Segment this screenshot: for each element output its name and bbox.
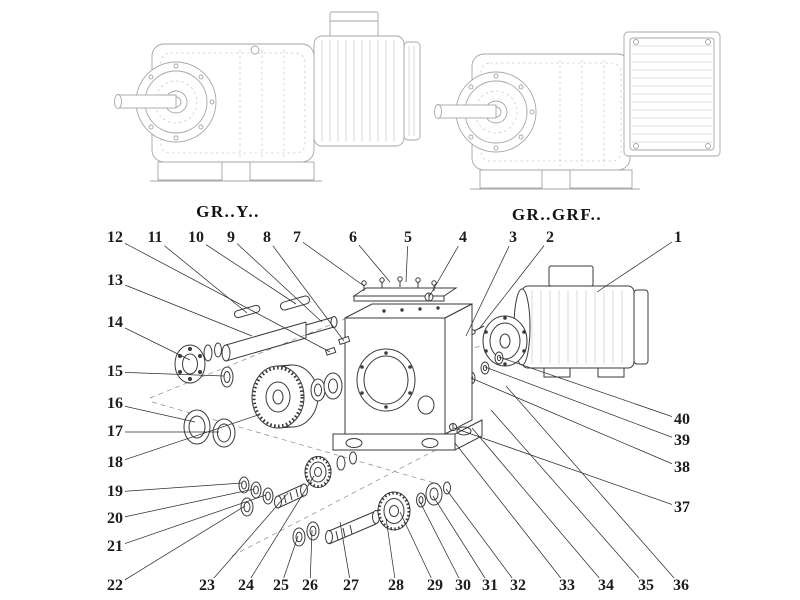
callout-7: 7 bbox=[291, 229, 303, 246]
input-bearing-part bbox=[174, 344, 234, 388]
callout-3: 3 bbox=[507, 229, 519, 246]
leader-line-29 bbox=[399, 511, 436, 587]
leader-line-36 bbox=[505, 385, 682, 587]
callout-34: 34 bbox=[596, 577, 616, 594]
callout-5: 5 bbox=[402, 229, 414, 246]
leader-line-35 bbox=[490, 409, 647, 587]
leader-line-33 bbox=[454, 442, 568, 587]
leader-line-13 bbox=[114, 280, 253, 337]
leader-line-30 bbox=[419, 501, 464, 587]
callout-39: 39 bbox=[672, 432, 692, 449]
leader-line-24 bbox=[245, 475, 315, 587]
leader-line-23 bbox=[206, 492, 289, 587]
model-title-left: GR..Y.. bbox=[196, 202, 260, 221]
callout-14: 14 bbox=[105, 314, 125, 331]
leader-line-12 bbox=[114, 237, 331, 353]
callout-6: 6 bbox=[347, 229, 359, 246]
leader-line-19 bbox=[114, 482, 243, 493]
callout-32: 32 bbox=[508, 577, 528, 594]
intermediate-bearings-part bbox=[183, 409, 236, 448]
callout-2: 2 bbox=[544, 229, 556, 246]
leader-line-21 bbox=[114, 494, 267, 548]
gear-housing-part bbox=[332, 303, 483, 451]
callout-1: 1 bbox=[672, 229, 684, 246]
callout-31: 31 bbox=[480, 577, 500, 594]
leader-line-40 bbox=[498, 356, 683, 421]
large-gear-part bbox=[251, 364, 343, 429]
callout-9: 9 bbox=[225, 229, 237, 246]
leader-line-9 bbox=[230, 237, 323, 323]
leader-line-32 bbox=[445, 488, 519, 587]
callout-18: 18 bbox=[105, 454, 125, 471]
leader-line-18 bbox=[114, 414, 259, 464]
callout-28: 28 bbox=[386, 577, 406, 594]
callout-4: 4 bbox=[457, 229, 469, 246]
callout-16: 16 bbox=[105, 395, 125, 412]
leader-line-38 bbox=[470, 377, 683, 469]
foot-mounted-gearmotor-drawing bbox=[114, 11, 421, 182]
callout-36: 36 bbox=[671, 577, 691, 594]
leader-line-22 bbox=[114, 505, 246, 587]
leader-line-26 bbox=[309, 529, 313, 587]
leader-line-7 bbox=[296, 237, 365, 287]
leader-line-6 bbox=[352, 237, 391, 283]
callout-21: 21 bbox=[105, 538, 125, 555]
flange-gearmotor-drawing bbox=[434, 31, 721, 190]
callout-30: 30 bbox=[453, 577, 473, 594]
leader-line-3 bbox=[465, 237, 514, 337]
callout-13: 13 bbox=[105, 272, 125, 289]
leader-line-1 bbox=[596, 237, 679, 293]
callout-17: 17 bbox=[105, 423, 125, 440]
leader-line-8 bbox=[266, 237, 345, 342]
callout-35: 35 bbox=[636, 577, 656, 594]
callout-8: 8 bbox=[261, 229, 273, 246]
callout-23: 23 bbox=[197, 577, 217, 594]
leader-line-2 bbox=[478, 237, 551, 330]
callout-25: 25 bbox=[271, 577, 291, 594]
leader-line-4 bbox=[428, 237, 464, 298]
leader-line-11 bbox=[154, 237, 248, 314]
callout-15: 15 bbox=[105, 363, 125, 380]
callout-11: 11 bbox=[145, 229, 165, 246]
callout-24: 24 bbox=[236, 577, 256, 594]
callout-37: 37 bbox=[672, 499, 692, 516]
callout-26: 26 bbox=[300, 577, 320, 594]
leader-line-14 bbox=[114, 322, 191, 361]
leader-line-25 bbox=[280, 535, 299, 587]
callout-33: 33 bbox=[557, 577, 577, 594]
leader-lines bbox=[114, 237, 683, 587]
callout-38: 38 bbox=[672, 459, 692, 476]
leader-line-37 bbox=[453, 427, 683, 509]
leader-line-20 bbox=[114, 488, 255, 520]
leader-line-39 bbox=[484, 366, 683, 442]
callout-40: 40 bbox=[672, 411, 692, 428]
callout-27: 27 bbox=[341, 577, 361, 594]
model-title-right: GR..GRF.. bbox=[511, 205, 603, 224]
callout-10: 10 bbox=[186, 229, 206, 246]
callout-20: 20 bbox=[105, 510, 125, 527]
leader-line-34 bbox=[471, 427, 607, 587]
output-shaft-part bbox=[292, 481, 451, 547]
leader-line-16 bbox=[114, 403, 196, 423]
leader-line-28 bbox=[385, 517, 397, 587]
leader-line-10 bbox=[195, 237, 297, 305]
leader-line-27 bbox=[339, 521, 352, 587]
callout-29: 29 bbox=[425, 577, 445, 594]
callout-12: 12 bbox=[105, 229, 125, 246]
leader-line-15 bbox=[114, 371, 225, 377]
callout-22: 22 bbox=[105, 577, 125, 594]
callout-19: 19 bbox=[105, 483, 125, 500]
leader-line-31 bbox=[432, 495, 491, 587]
